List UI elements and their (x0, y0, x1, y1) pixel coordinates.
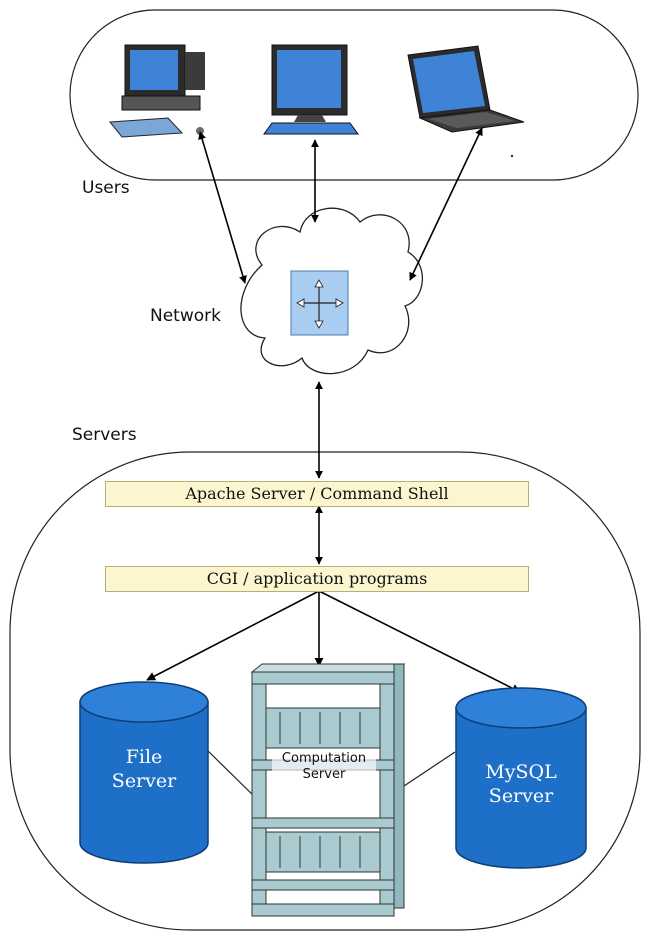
laptop-icon (407, 45, 525, 133)
cgi-programs-bar: CGI / application programs (105, 566, 529, 592)
apache-server-bar: Apache Server / Command Shell (105, 481, 529, 507)
mysql-database-icon (455, 687, 587, 869)
computation-server-label: Computation Server (272, 751, 376, 783)
computation-server-line1: Computation (281, 751, 367, 766)
users-group (69, 9, 639, 181)
arrow-cgi-mysql (318, 590, 521, 693)
monitor-computer-icon (263, 44, 359, 135)
router-icon (290, 270, 349, 336)
server-rack-icon (250, 663, 406, 917)
file-server-label: File Server (80, 745, 208, 793)
users-label: Users (82, 178, 130, 198)
arrow-cgi-fileserver (146, 590, 320, 681)
servers-group (9, 451, 641, 931)
arrow-desktop-network (198, 131, 247, 284)
mysql-server-label: MySQL Server (456, 760, 586, 808)
network-label: Network (150, 306, 221, 326)
file-server-line2: Server (111, 770, 177, 792)
mysql-server-line1: MySQL (485, 761, 557, 783)
mysql-server-line2: Server (488, 785, 554, 807)
servers-label: Servers (72, 425, 137, 445)
file-server-database-icon (79, 681, 209, 864)
computation-server-line2: Server (302, 767, 346, 782)
file-server-line1: File (125, 746, 163, 768)
desktop-computer-icon (109, 44, 205, 138)
arrow-laptop-network (409, 127, 483, 281)
